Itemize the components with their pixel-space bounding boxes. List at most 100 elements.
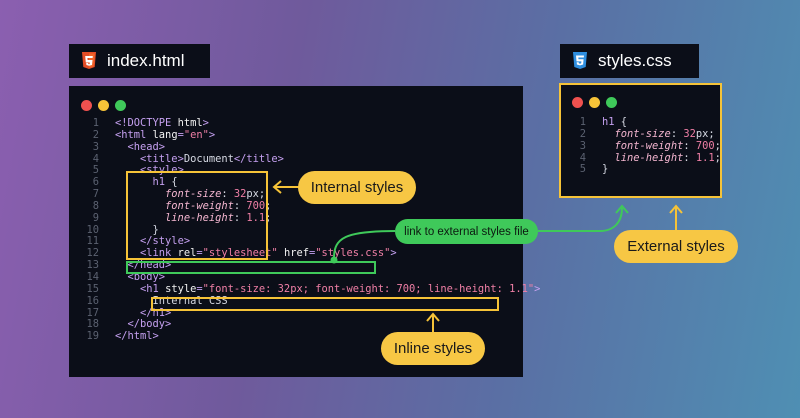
- css3-icon: [572, 52, 588, 70]
- close-dot[interactable]: [81, 100, 92, 111]
- code-token: :: [233, 211, 247, 224]
- html-code-block: 1<!DOCTYPE html>2<html lang="en">3 <head…: [81, 117, 541, 343]
- code-token: "stylesheet": [202, 247, 278, 260]
- code-line: 6 h1 {: [81, 176, 540, 189]
- code-token: ;: [714, 139, 721, 152]
- code-token: :: [683, 151, 696, 164]
- code-line: 5}: [568, 163, 721, 176]
- css-file-name: styles.css: [598, 51, 672, 70]
- close-dot[interactable]: [572, 97, 583, 108]
- code-token: }: [115, 223, 159, 236]
- code-token: font-weight: [614, 139, 684, 152]
- code-token: {: [165, 176, 178, 189]
- code-token: </body>: [127, 318, 172, 331]
- code-token: px;: [246, 188, 266, 201]
- line-number: 7: [92, 188, 99, 201]
- window-controls: [81, 100, 126, 111]
- link-arrow-head: [615, 204, 629, 214]
- code-token: >: [208, 128, 216, 141]
- code-token: <head>: [127, 140, 166, 153]
- code-token: 1.1: [246, 211, 266, 224]
- code-token: <h1: [140, 282, 166, 295]
- code-line: 4 line-height: 1.1;: [568, 151, 721, 165]
- code-token: h1: [152, 176, 166, 189]
- code-token: }: [602, 163, 609, 176]
- line-number: 4: [579, 151, 586, 164]
- code-token: ;: [714, 151, 721, 164]
- minimize-dot[interactable]: [98, 100, 109, 111]
- code-token: =: [309, 247, 316, 260]
- code-line: 13 </head>: [81, 259, 540, 272]
- code-line: 9 line-height: 1.1;: [81, 211, 540, 225]
- code-token: <!DOCTYPE: [115, 117, 178, 129]
- line-number: 8: [92, 199, 99, 212]
- code-token: "font-size: 32px; font-weight: 700; line…: [202, 282, 535, 295]
- code-line: 2<html lang="en">: [81, 128, 540, 142]
- inline-styles-callout: Inline styles: [381, 332, 485, 365]
- line-number: 10: [86, 223, 99, 236]
- code-token: <body>: [127, 270, 166, 283]
- code-token: >: [534, 282, 541, 295]
- maximize-dot[interactable]: [115, 100, 126, 111]
- code-token: <link: [140, 247, 178, 260]
- code-line: 10 }: [81, 223, 540, 237]
- line-number: 6: [92, 176, 99, 189]
- code-token: <title>: [140, 152, 184, 165]
- line-number: 11: [86, 235, 99, 248]
- line-number: 1: [92, 117, 99, 129]
- line-number: 1: [579, 116, 586, 128]
- minimize-dot[interactable]: [589, 97, 600, 108]
- code-token: </style>: [140, 235, 191, 248]
- link-tag-highlight: [126, 261, 376, 274]
- inline-arrow-head: [426, 312, 440, 322]
- code-token: lang: [152, 128, 178, 141]
- code-line: 11 </style>: [81, 236, 540, 248]
- code-token: h1: [602, 116, 615, 128]
- line-number: 17: [86, 306, 99, 319]
- code-line: 17 </h1>: [81, 306, 540, 320]
- code-token: href: [283, 247, 309, 260]
- code-token: </html>: [115, 330, 159, 343]
- code-line: 12 <link rel="stylesheet" href="styles.c…: [81, 247, 540, 260]
- line-number: 9: [92, 211, 99, 224]
- external-styles-callout: External styles: [614, 230, 738, 263]
- html-file-name: index.html: [107, 51, 185, 70]
- link-external-callout: link to external styles file: [395, 219, 538, 244]
- line-number: 2: [92, 128, 99, 141]
- code-token: </title>: [233, 152, 284, 165]
- code-token: :: [683, 139, 696, 152]
- code-line: 4 <title>Document</title>: [81, 152, 540, 166]
- line-number: 4: [92, 152, 99, 165]
- code-line: 1<!DOCTYPE html>: [81, 117, 540, 130]
- link-line-left: [333, 230, 396, 259]
- code-token: =: [196, 282, 203, 295]
- internal-styles-callout: Internal styles: [298, 171, 416, 204]
- link-line-right: [538, 207, 623, 232]
- code-token: font-weight: [165, 199, 234, 212]
- line-number: 12: [86, 247, 99, 260]
- maximize-dot[interactable]: [606, 97, 617, 108]
- code-token: :: [221, 188, 234, 201]
- code-token: style: [165, 282, 197, 295]
- code-token: line-height: [614, 151, 684, 164]
- line-number: 16: [86, 294, 99, 307]
- code-token: >: [390, 247, 397, 260]
- code-line: 15 <h1 style="font-size: 32px; font-weig…: [81, 282, 541, 296]
- code-token: ;: [265, 199, 272, 212]
- code-token: <style>: [140, 164, 184, 177]
- code-token: ;: [265, 211, 272, 224]
- code-token: Internal CSS: [115, 294, 228, 307]
- line-number: 3: [92, 140, 99, 153]
- line-number: 5: [92, 164, 99, 177]
- code-token: </h1>: [140, 306, 172, 319]
- inline-styles-highlight: [151, 297, 499, 311]
- line-number: 19: [86, 330, 99, 343]
- code-token: font-size: [614, 127, 671, 140]
- code-line: 3 font-weight: 700;: [568, 139, 721, 153]
- code-line: 7 font-size: 32px;: [81, 188, 540, 201]
- internal-arrow-head: [272, 180, 282, 194]
